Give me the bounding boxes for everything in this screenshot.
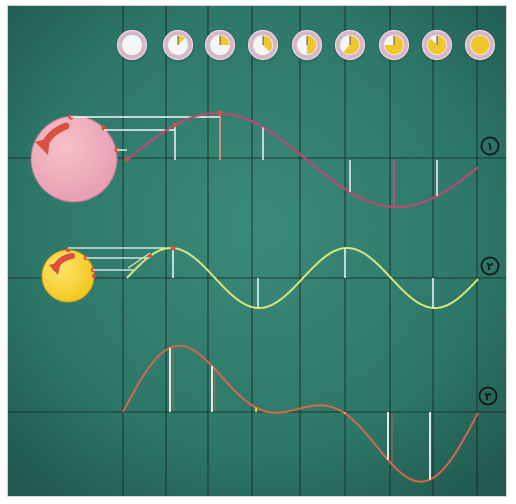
panel-frame	[8, 6, 506, 496]
